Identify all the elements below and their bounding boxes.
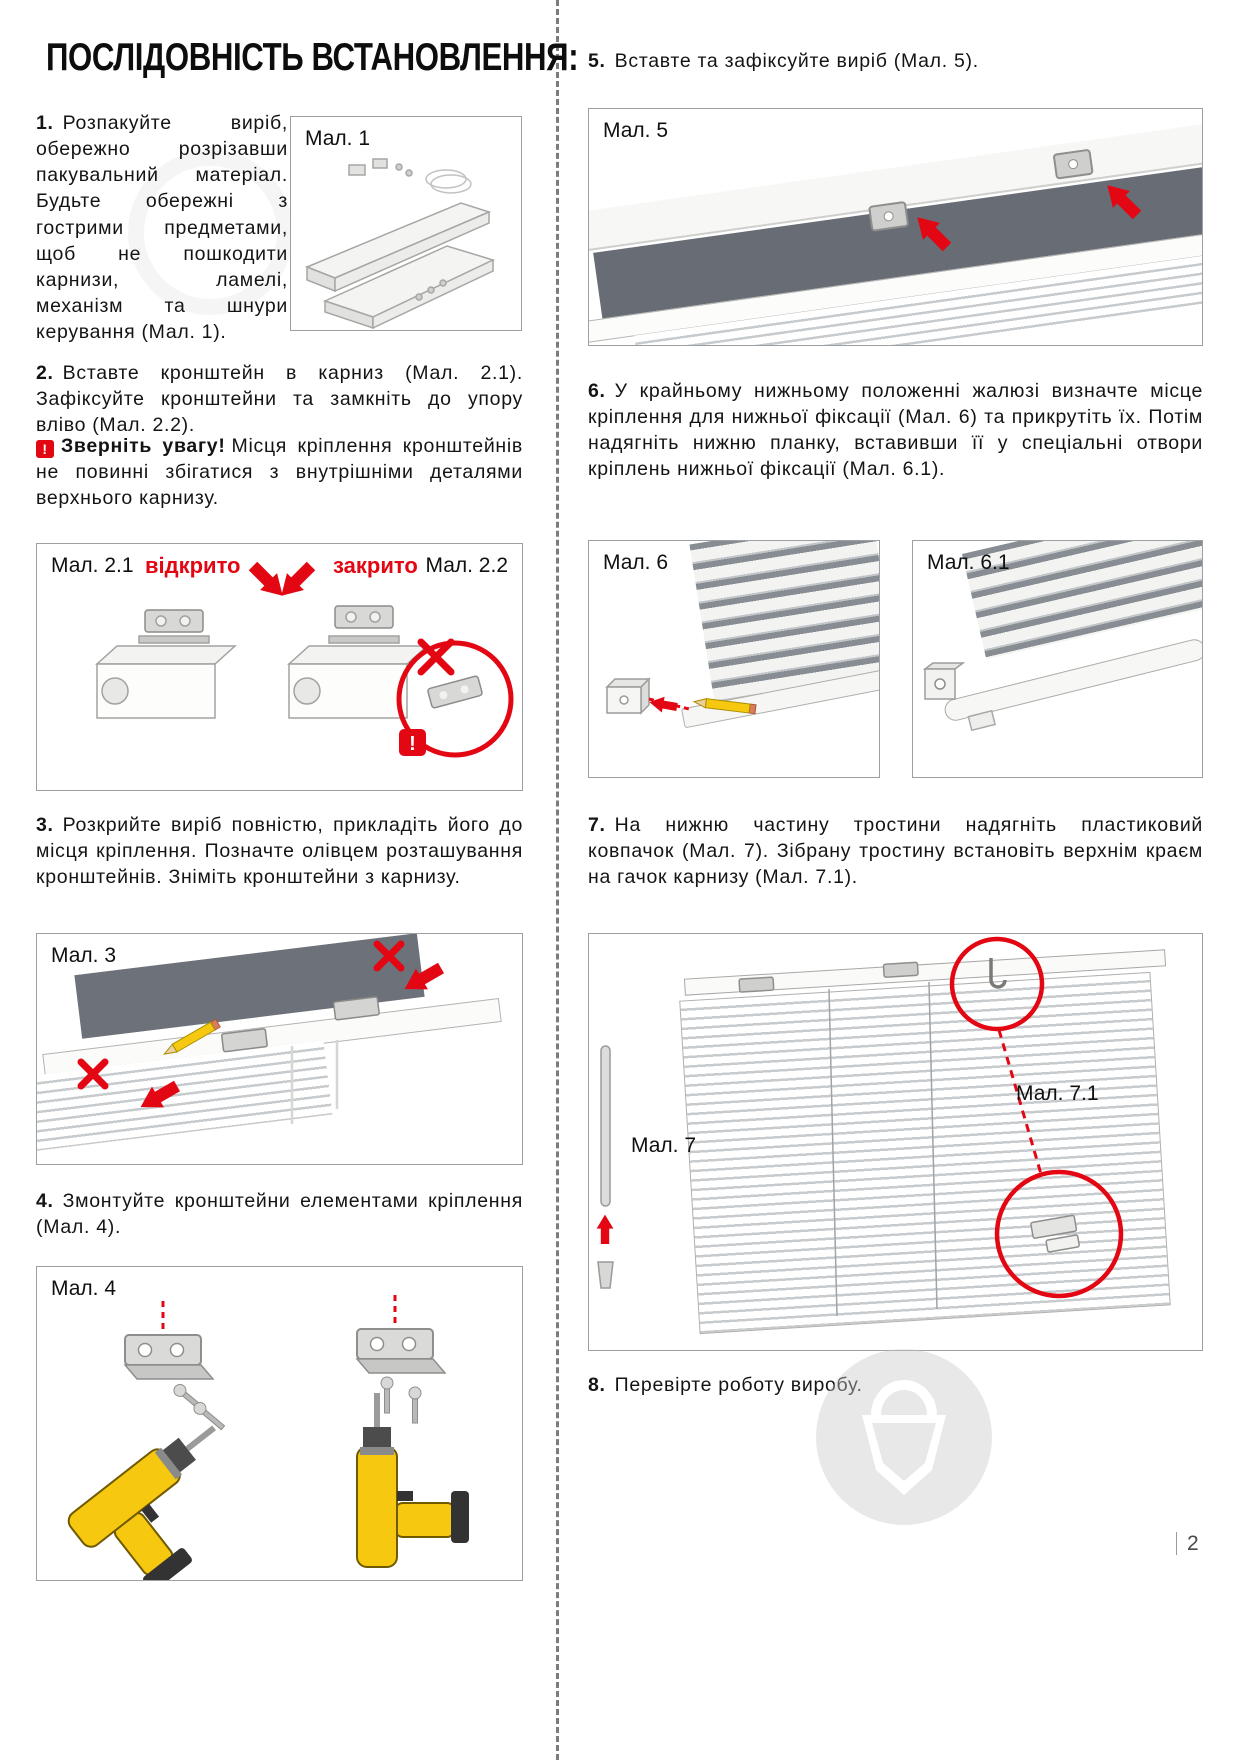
step-6: 6.У крайньому нижньому положенні жалюзі …	[588, 378, 1203, 483]
step-4-text: Змонтуйте кронштейни елементами кріпленн…	[36, 1190, 523, 1239]
step-8: 8. Перевірте роботу виробу.	[588, 1372, 1203, 1398]
figure-3-label: Мал. 3	[51, 944, 117, 967]
figure-2-1-label: Мал. 2.1	[51, 554, 134, 577]
figure-1-label: Мал. 1	[305, 127, 371, 150]
figure-7-label: Мал. 7	[631, 1134, 697, 1157]
closed-label: закрито	[333, 553, 418, 578]
figure-7-1-label: Мал. 7.1	[1016, 1082, 1099, 1105]
figure-6-label: Мал. 6	[603, 551, 669, 574]
marking-illustration	[77, 940, 444, 1124]
step-4: 4.Змонтуйте кронштейни елементами кріпле…	[36, 1188, 523, 1240]
bottom-fixation-illustration	[605, 677, 757, 715]
step-1-number: 1.	[36, 112, 54, 134]
watermark-logo	[816, 1349, 992, 1525]
step-7-number: 7.	[588, 814, 606, 836]
page-title: ПОСЛІДОВНІСТЬ ВСТАНОВЛЕННЯ:	[46, 36, 579, 79]
open-label: відкрито	[145, 553, 241, 578]
figure-1: Мал. 1	[290, 116, 522, 331]
figure-4: Мал. 4	[36, 1266, 523, 1581]
step-1: 1.Розпакуйте виріб, обережно розрізавши …	[36, 110, 288, 345]
step-2-text: Вставте кронштейн в карниз (Мал. 2.1). З…	[36, 362, 523, 437]
step-3-number: 3.	[36, 814, 54, 836]
mounting-illustration	[868, 149, 1142, 252]
step-7: 7.На нижню частину тростини надягніть пл…	[588, 812, 1203, 890]
step-8-text: Перевірте роботу виробу.	[614, 1374, 863, 1396]
figure-5-label: Мал. 5	[603, 119, 669, 142]
wand-and-hook-illustration	[596, 936, 1124, 1317]
drilling-illustration	[67, 1295, 469, 1580]
bracket-lock-illustration: !	[95, 561, 514, 758]
step-7-text: На нижню частину тростини надягніть плас…	[588, 814, 1203, 889]
step-8-number: 8.	[588, 1374, 606, 1396]
step-2-number: 2.	[36, 362, 54, 384]
unpacking-illustration	[304, 158, 496, 330]
page-number: 2	[1176, 1532, 1199, 1556]
warning-text: Місця кріплення кронштейнів не повинні з…	[36, 435, 523, 510]
step-6-number: 6.	[588, 380, 606, 402]
figure-6: Мал. 6	[588, 540, 880, 778]
figure-2-2-label: Мал. 2.2	[425, 554, 508, 577]
step-5-text: Вставте та зафіксуйте виріб (Мал. 5).	[614, 50, 979, 72]
step-4-number: 4.	[36, 1190, 54, 1212]
warning-icon: !	[36, 440, 54, 459]
step-5-number: 5.	[588, 50, 606, 72]
step-5: 5. Вставте та зафіксуйте виріб (Мал. 5).	[588, 48, 1203, 74]
figure-6-1-label: Мал. 6.1	[927, 551, 1010, 574]
step-2: 2.Вставте кронштейн в карниз (Мал. 2.1).…	[36, 360, 523, 438]
figure-4-label: Мал. 4	[51, 1277, 117, 1300]
figure-6-1: Мал. 6.1	[912, 540, 1203, 778]
step-3: 3.Розкрийте виріб повністю, прикладіть й…	[36, 812, 523, 890]
figure-5: Мал. 5	[588, 108, 1203, 346]
step-6-text: У крайньому нижньому положенні жалюзі ви…	[588, 380, 1203, 481]
bottom-rail-illustration	[922, 662, 996, 732]
step-1-text: Розпакуйте виріб, обережно розрізавши па…	[36, 112, 288, 343]
figure-2: Мал. 2.1 відкрито закрито Мал. 2.2	[36, 543, 523, 791]
exclamation-mark: !	[409, 733, 416, 755]
figure-7: Мал. 7 Мал. 7.1	[588, 933, 1203, 1351]
warning-mark: !	[42, 441, 48, 457]
figure-3: Мал. 3	[36, 933, 523, 1165]
step-3-text: Розкрийте виріб повністю, прикладіть йог…	[36, 814, 523, 889]
warning-title: Зверніть увагу!	[61, 435, 226, 457]
column-divider	[556, 0, 559, 1760]
step-2-warning: ! Зверніть увагу!Місця кріплення кронштей…	[36, 433, 523, 511]
